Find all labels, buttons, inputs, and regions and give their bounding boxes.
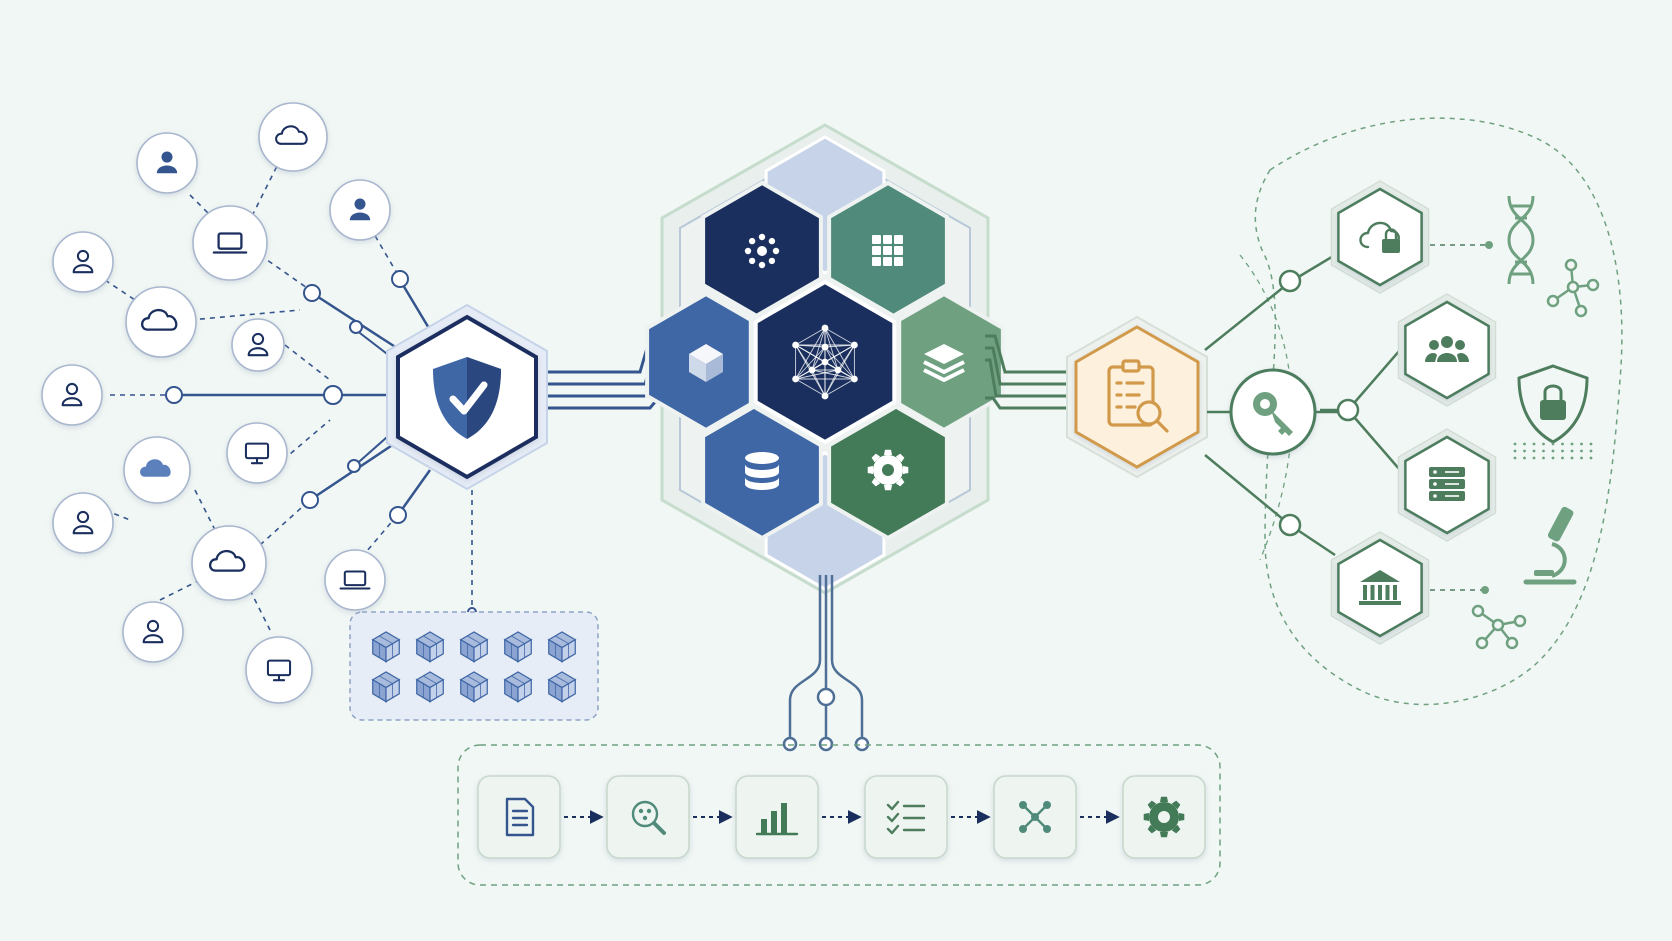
pipeline-step[interactable]: [606, 775, 690, 859]
cube-icon: [415, 631, 445, 663]
core-tile[interactable]: [827, 180, 949, 322]
endpoint-node[interactable]: [231, 318, 285, 372]
endpoint-node[interactable]: [122, 601, 184, 663]
pipeline-step[interactable]: [993, 775, 1077, 859]
user-icon: [72, 510, 94, 535]
monitor-icon: [244, 442, 270, 465]
pipeline-steps: [477, 775, 1206, 859]
service-node[interactable]: [1330, 531, 1430, 645]
pipeline-step[interactable]: [735, 775, 819, 859]
user-icon: [142, 619, 164, 644]
cube-icon: [547, 631, 577, 663]
service-node[interactable]: [1330, 180, 1430, 294]
cube-icon: [459, 631, 489, 663]
server-icon: [1429, 467, 1465, 501]
endpoint-node[interactable]: [324, 549, 386, 611]
storage-cubes-panel: [349, 611, 599, 721]
service-node[interactable]: [1397, 428, 1497, 542]
bar-chart-icon: [755, 803, 799, 836]
right-junctions: [1278, 269, 1360, 537]
bank-icon: [1359, 570, 1401, 605]
user-icon: [72, 249, 94, 274]
document-icon: [505, 797, 535, 837]
user-icon: [247, 332, 269, 357]
molecule-icon: [1471, 604, 1527, 650]
lock-shield-icon: [1513, 364, 1593, 460]
clipboard-search-icon: [1107, 359, 1169, 433]
cube-icon: [415, 671, 445, 703]
cloud-icon: [140, 459, 171, 477]
cube-icon: [371, 631, 401, 663]
database-icon: [745, 452, 779, 490]
right-end-dots: [1481, 241, 1493, 594]
security-gateway[interactable]: [386, 303, 548, 491]
gear-icon: [1143, 796, 1185, 838]
pipeline-panel: [457, 744, 1221, 886]
cloud-icon: [275, 125, 308, 145]
endpoint-node[interactable]: [125, 286, 197, 358]
layers-icon: [923, 344, 965, 382]
monitor-icon: [266, 659, 292, 682]
endpoint-node[interactable]: [136, 132, 198, 194]
endpoint-node[interactable]: [192, 205, 268, 281]
cloud-lock-icon: [1359, 221, 1400, 253]
pipeline-step[interactable]: [477, 775, 561, 859]
laptop-icon: [339, 570, 371, 590]
gear-icon: [867, 449, 909, 491]
user-icon: [349, 198, 371, 221]
audit-hub[interactable]: [1066, 315, 1208, 479]
cube-icon: [371, 671, 401, 703]
endpoint-node[interactable]: [123, 436, 191, 504]
core-tile[interactable]: [645, 291, 767, 433]
network-icon: [1019, 801, 1051, 833]
molecule-icon: [1546, 258, 1600, 318]
endpoint-node[interactable]: [41, 364, 103, 426]
user-icon: [156, 151, 178, 174]
core-center[interactable]: [748, 274, 902, 450]
key-icon: [1253, 392, 1293, 436]
pipeline-step[interactable]: [864, 775, 948, 859]
cube-icon: [547, 671, 577, 703]
cube-icon: [503, 631, 533, 663]
endpoint-node[interactable]: [52, 231, 114, 293]
endpoint-node[interactable]: [245, 636, 313, 704]
laptop-icon: [212, 232, 248, 254]
cube-icon: [689, 344, 723, 382]
search-icon: [631, 800, 666, 835]
core-audit-bus: [985, 334, 1072, 410]
user-icon: [61, 382, 83, 407]
team-icon: [1425, 336, 1469, 362]
left-endpoint-nodes: [41, 102, 391, 704]
hub-icon: [744, 233, 780, 269]
core-tile[interactable]: [701, 180, 823, 322]
endpoint-node[interactable]: [191, 525, 267, 601]
cube-icon: [503, 671, 533, 703]
core-tile[interactable]: [883, 291, 1005, 433]
checklist-icon: [886, 800, 926, 835]
grid-icon: [872, 235, 903, 266]
dot-pattern: [1513, 442, 1593, 460]
shield-check-icon: [433, 357, 501, 439]
cloud-icon: [208, 549, 246, 572]
pipeline-step[interactable]: [1122, 775, 1206, 859]
cube-icon: [459, 671, 489, 703]
cloud-icon: [140, 308, 178, 331]
neural-network-icon: [792, 324, 858, 400]
key-node[interactable]: [1229, 368, 1317, 456]
left-junctions: [165, 270, 477, 617]
right-service-nodes: [1330, 180, 1497, 645]
service-node[interactable]: [1397, 293, 1497, 407]
endpoint-node[interactable]: [52, 492, 114, 554]
core-pipeline-bus: [788, 575, 864, 740]
microscope-icon: [1523, 506, 1577, 585]
pipeline-junctions: [782, 687, 870, 752]
endpoint-node[interactable]: [258, 102, 328, 172]
core-tiles: [645, 135, 1005, 591]
endpoint-node[interactable]: [329, 179, 391, 241]
endpoint-node[interactable]: [226, 422, 288, 484]
dna-icon: [1507, 195, 1535, 285]
